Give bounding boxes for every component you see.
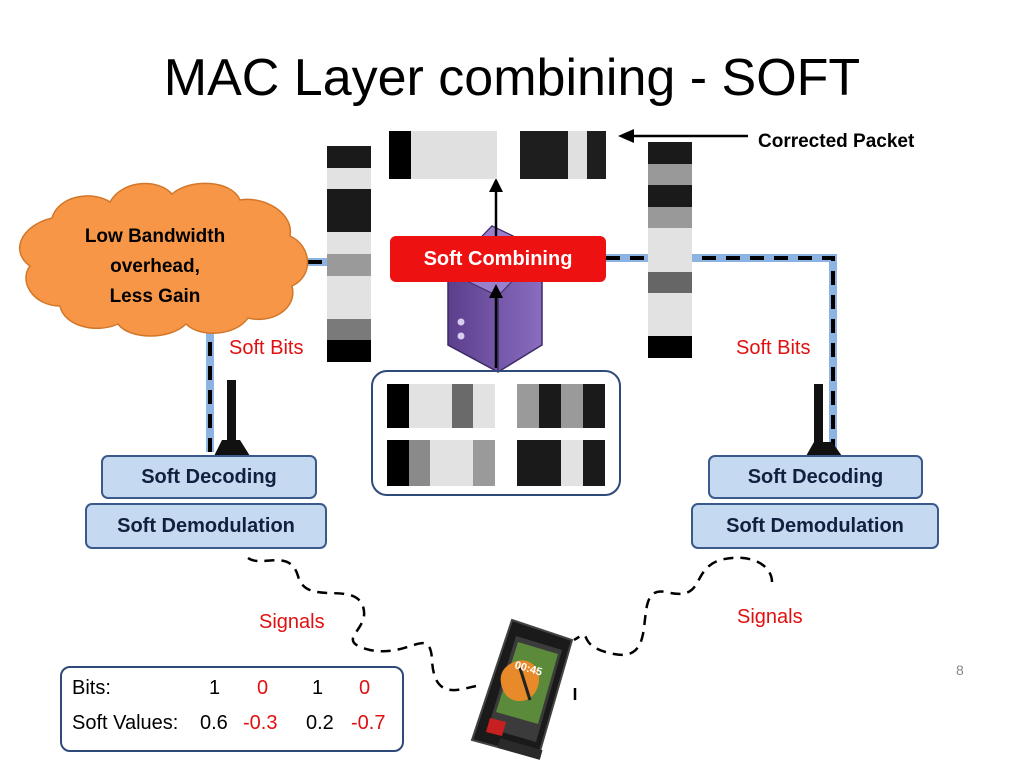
soft-value: 0.6 (200, 712, 228, 734)
input-packet-1b (517, 384, 605, 428)
soft-value: 0.2 (306, 712, 334, 734)
right-soft-decoding-box: Soft Decoding (708, 455, 923, 499)
soft-bits-label-left: Soft Bits (229, 337, 304, 359)
left-signal-path (247, 556, 477, 692)
left-soft-decoding-box: Soft Decoding (101, 455, 317, 499)
corrected-packet-strip-2 (520, 131, 606, 179)
bit-value: 1 (209, 677, 221, 699)
left-soft-bit-strip (327, 146, 371, 362)
bits-label: Bits: (72, 677, 111, 699)
cloud-line-2: overhead, (110, 256, 200, 277)
arrow-to-soft-combining (489, 284, 503, 368)
soft-value: -0.7 (351, 712, 386, 734)
right-soft-bit-strip (648, 142, 692, 358)
arrow-corrected-packet-label (618, 129, 748, 143)
mobile-phone-icon (470, 618, 574, 760)
soft-values-label: Soft Values: (72, 712, 179, 734)
left-antenna-icon (214, 380, 250, 456)
bit-value: 0 (359, 677, 371, 699)
slide-title: MAC Layer combining - SOFT (163, 49, 861, 107)
bits-soft-values-box: Bits: 1 0 1 0 Soft Values: 0.6 -0.3 0.2 … (60, 666, 404, 752)
soft-value: -0.3 (243, 712, 278, 734)
input-packets-frame (371, 370, 621, 496)
bit-value: 1 (312, 677, 324, 699)
corrected-packet-label: Corrected Packet (758, 131, 915, 152)
cloud-callout-text: Low Bandwidth overhead, Less Gain (42, 222, 268, 312)
input-packet-2b (517, 440, 605, 486)
signals-label-right: Signals (737, 606, 803, 628)
right-antenna-icon (806, 384, 842, 456)
right-soft-demodulation-box: Soft Demodulation (691, 503, 939, 549)
corrected-packet-strip-1 (389, 131, 497, 179)
left-soft-demodulation-box: Soft Demodulation (85, 503, 327, 549)
page-number: 8 (956, 662, 964, 678)
soft-bits-label-right: Soft Bits (736, 337, 811, 359)
input-packet-1a (387, 384, 495, 428)
cloud-shape (19, 182, 309, 337)
bit-value: 0 (257, 677, 269, 699)
cloud-line-1: Low Bandwidth (84, 226, 226, 247)
arrow-to-corrected-packet (489, 178, 503, 236)
input-packet-2a (387, 440, 495, 486)
soft-combining-box: Soft Combining (390, 236, 606, 282)
signals-label-left: Signals (259, 611, 325, 633)
right-signal-path (573, 556, 774, 657)
cloud-line-3: Less Gain (109, 286, 201, 307)
